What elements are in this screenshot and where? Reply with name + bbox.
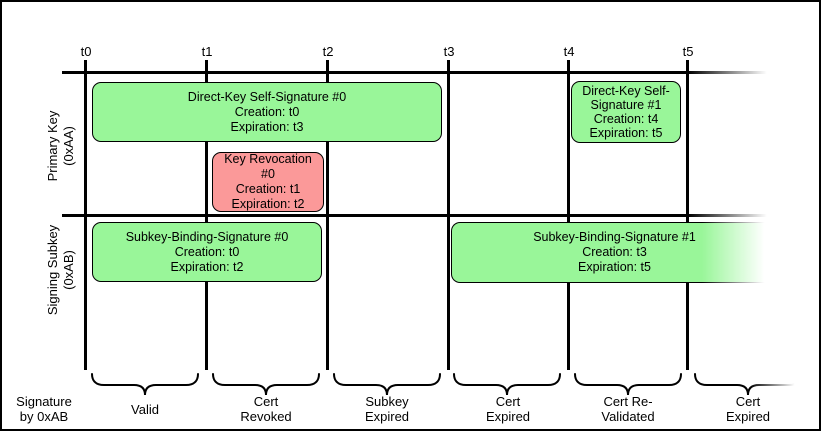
period-label-cert-revalidated: Cert Re- Validated [568,394,688,424]
period-brace-subkey-expired [333,373,441,396]
period-label-cert-expired-1: Cert Expired [448,394,568,424]
period-line1: Subkey [365,394,409,409]
box-expiration: Expiration: t2 [231,197,305,211]
tick-label-t1: t1 [201,44,213,59]
box-creation: Creation: t0 [234,104,300,119]
signing-subkey-lane-line [62,214,774,217]
period-line1: Cert Re- [603,394,653,409]
gridline-t0 [84,60,87,370]
tick-label-t0: t0 [80,44,92,59]
box-expiration: Expiration: t3 [230,119,304,134]
tick-label-t4: t4 [563,44,575,59]
gridline-t1 [205,60,208,370]
gridline-t2 [326,60,329,370]
row-label-line2: by 0xAB [19,409,69,424]
period-line2: Expired [364,409,410,424]
box-creation: Creation: t1 [235,182,301,196]
gridline-t4 [567,60,570,370]
period-brace-cert-expired-1 [453,373,561,396]
period-brace-cert-revalidated [574,373,682,396]
lane-label-primary-key: Primary Key (0xAA) [45,86,79,206]
row-label-line1: Signature [16,394,72,409]
gridline-t5 [686,60,689,370]
box-title: Direct-Key Self-Signature #1 [582,84,670,112]
box-title: Direct-Key Self-Signature #0 [187,89,347,104]
period-label-valid: Valid [85,394,205,424]
lane-label-line1: Primary Key [45,110,60,182]
box-title: Subkey-Binding-Signature #0 [125,229,289,244]
signature-box-key-revocation-0: Key Revocation #0 Creation: t1 Expiratio… [212,152,324,212]
signature-box-direct-key-self-signature-1: Direct-Key Self-Signature #1 Creation: t… [571,81,681,143]
period-brace-valid [91,373,199,396]
box-title: Subkey-Binding-Signature #1 [533,230,696,244]
lane-label-line2: (0xAB) [61,250,76,290]
period-line2: Expired [725,409,771,424]
lane-label-signing-subkey: Signing Subkey (0xAB) [45,210,79,330]
signature-box-subkey-binding-signature-0: Subkey-Binding-Signature #0 Creation: t0… [92,222,322,282]
box-expiration: Expiration: t5 [578,260,651,274]
tick-label-t5: t5 [682,44,694,59]
period-brace-cert-revoked [212,373,320,396]
period-line1: Cert [253,394,279,409]
box-expiration: Expiration: t2 [170,259,244,274]
lane-label-line1: Signing Subkey [45,224,60,316]
period-line1: Valid [131,401,159,417]
period-line2: Validated [601,409,655,424]
tick-label-t3: t3 [443,44,455,59]
period-line2: Revoked [240,409,292,424]
period-label-subkey-expired: Subkey Expired [327,394,447,424]
box-creation: Creation: t0 [174,244,240,259]
fade-overlay-subkey-box [702,220,780,286]
gridline-t3 [447,60,450,370]
primary-key-lane-line [62,71,774,74]
box-creation: Creation: t4 [593,112,659,126]
lane-label-line2: (0xAA) [61,126,76,166]
fade-overlay-last-brace [750,369,806,399]
tick-label-t2: t2 [322,44,334,59]
signature-box-direct-key-self-signature-0: Direct-Key Self-Signature #0 Creation: t… [92,82,442,142]
box-expiration: Expiration: t5 [589,126,663,140]
period-line1: Cert [495,394,521,409]
box-creation: Creation: t3 [582,245,647,259]
period-label-cert-revoked: Cert Revoked [206,394,326,424]
row-label-signature-by-0xab: Signature by 0xAB [12,394,76,424]
period-line2: Expired [485,409,531,424]
box-title: Key Revocation #0 [224,152,312,181]
